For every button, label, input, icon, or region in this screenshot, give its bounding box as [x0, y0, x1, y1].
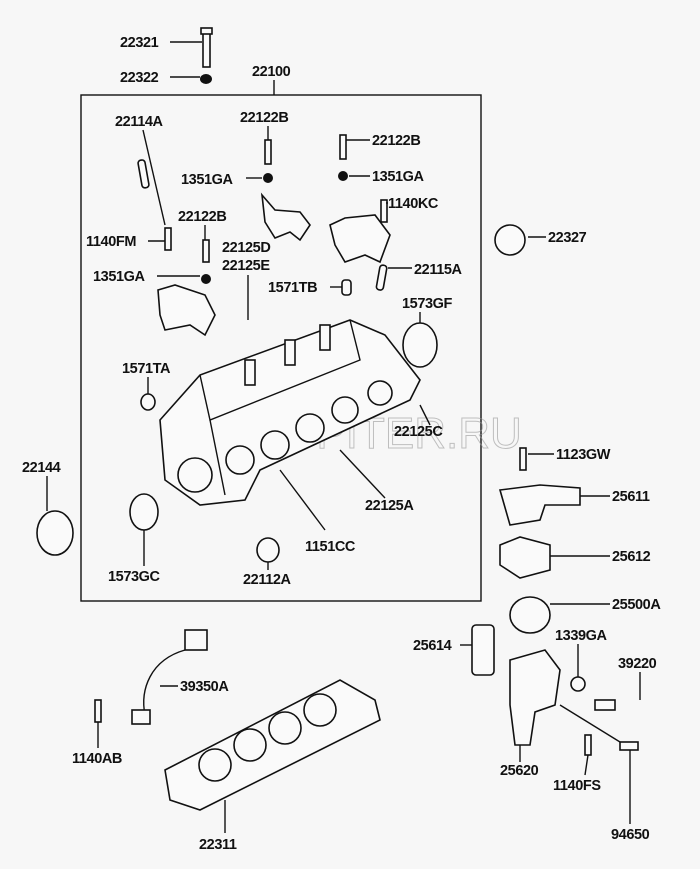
part-label[interactable]: 1571TB	[268, 280, 318, 296]
part-label[interactable]: 22114A	[115, 114, 164, 130]
bearing-cap	[157, 284, 216, 337]
plug-icon	[140, 393, 156, 411]
part-label[interactable]: 22112A	[243, 572, 292, 588]
part-label[interactable]: 22311	[199, 837, 237, 853]
part-label[interactable]: 1351GA	[181, 172, 234, 188]
washer-icon	[570, 676, 586, 692]
gasket-icon	[471, 624, 495, 676]
part-label[interactable]: 1571TA	[122, 361, 171, 377]
part-label[interactable]: 1351GA	[93, 269, 146, 285]
plug-icon	[341, 279, 352, 296]
bolt-icon	[202, 239, 210, 263]
leader-lines	[46, 41, 641, 833]
part-label[interactable]: 1573GC	[108, 569, 161, 585]
bearing-cap	[329, 214, 391, 264]
bearing-cap	[260, 192, 311, 242]
gasket-icon	[499, 536, 551, 579]
part-label[interactable]: 25611	[612, 489, 650, 505]
part-label[interactable]: 22122B	[240, 110, 289, 126]
washer-icon	[200, 74, 212, 84]
part-label[interactable]: 39220	[618, 656, 657, 672]
bolt-icon	[584, 734, 592, 756]
cam-sensor-icon	[131, 709, 151, 725]
part-label[interactable]: 25612	[612, 549, 651, 565]
cap-plug-icon	[402, 322, 438, 368]
dowel-icon	[137, 159, 150, 189]
sleeve-icon	[256, 537, 280, 563]
part-label[interactable]: 22125A	[365, 498, 415, 514]
thermostat-housing	[509, 649, 561, 746]
part-label[interactable]: 25620	[500, 763, 539, 779]
seal-icon	[494, 224, 526, 256]
bolt-icon	[264, 139, 272, 165]
part-label[interactable]: 22115A	[414, 262, 463, 278]
part-label[interactable]: 1140FM	[86, 234, 137, 250]
sensor-icon	[594, 699, 616, 711]
dowel-icon	[375, 264, 388, 291]
seal-ring-icon	[129, 493, 159, 531]
cylinder-head-drawing	[159, 319, 421, 506]
bolt-icon	[380, 199, 388, 223]
part-label[interactable]: 1151CC	[305, 539, 356, 555]
connector-icon	[184, 629, 208, 651]
sensor-wire	[143, 649, 186, 716]
bolt-icon	[339, 134, 347, 160]
part-label[interactable]: 39350A	[180, 679, 230, 695]
part-label[interactable]: 22125C	[394, 424, 444, 440]
water-outlet-fitting	[498, 484, 581, 526]
part-label[interactable]: 22125D	[222, 240, 271, 256]
bolt-icon	[519, 447, 527, 471]
part-label[interactable]: 1140AB	[72, 751, 122, 767]
part-label[interactable]: 1339GA	[555, 628, 608, 644]
part-label[interactable]: 22125E	[222, 258, 271, 274]
part-label[interactable]: 1140FS	[553, 778, 602, 794]
part-label[interactable]: 22321	[120, 35, 159, 51]
sender-icon	[619, 741, 639, 751]
part-label[interactable]: 25614	[413, 638, 452, 654]
head-gasket	[164, 679, 381, 811]
thermostat-icon	[509, 596, 551, 634]
part-label[interactable]: 22322	[120, 70, 159, 86]
seal-ring-icon	[36, 510, 74, 556]
part-label[interactable]: 1123GW	[556, 447, 611, 463]
assembly-label: 22100	[252, 64, 291, 80]
part-label[interactable]: 25500A	[612, 597, 662, 613]
part-label[interactable]: 22122B	[372, 133, 421, 149]
bolt-icon	[164, 227, 172, 251]
part-label[interactable]: 22144	[22, 460, 61, 476]
bolt-icon	[200, 27, 213, 68]
bolt-icon	[94, 699, 102, 723]
part-label[interactable]: 22327	[548, 230, 587, 246]
part-label[interactable]: 94650	[611, 827, 650, 843]
part-label[interactable]: 1140KC	[388, 196, 439, 212]
cylinder-head-assembly-box	[80, 94, 482, 602]
part-label[interactable]: 1573GF	[402, 296, 453, 312]
part-label[interactable]: 1351GA	[372, 169, 425, 185]
part-label[interactable]: 22122B	[178, 209, 227, 225]
